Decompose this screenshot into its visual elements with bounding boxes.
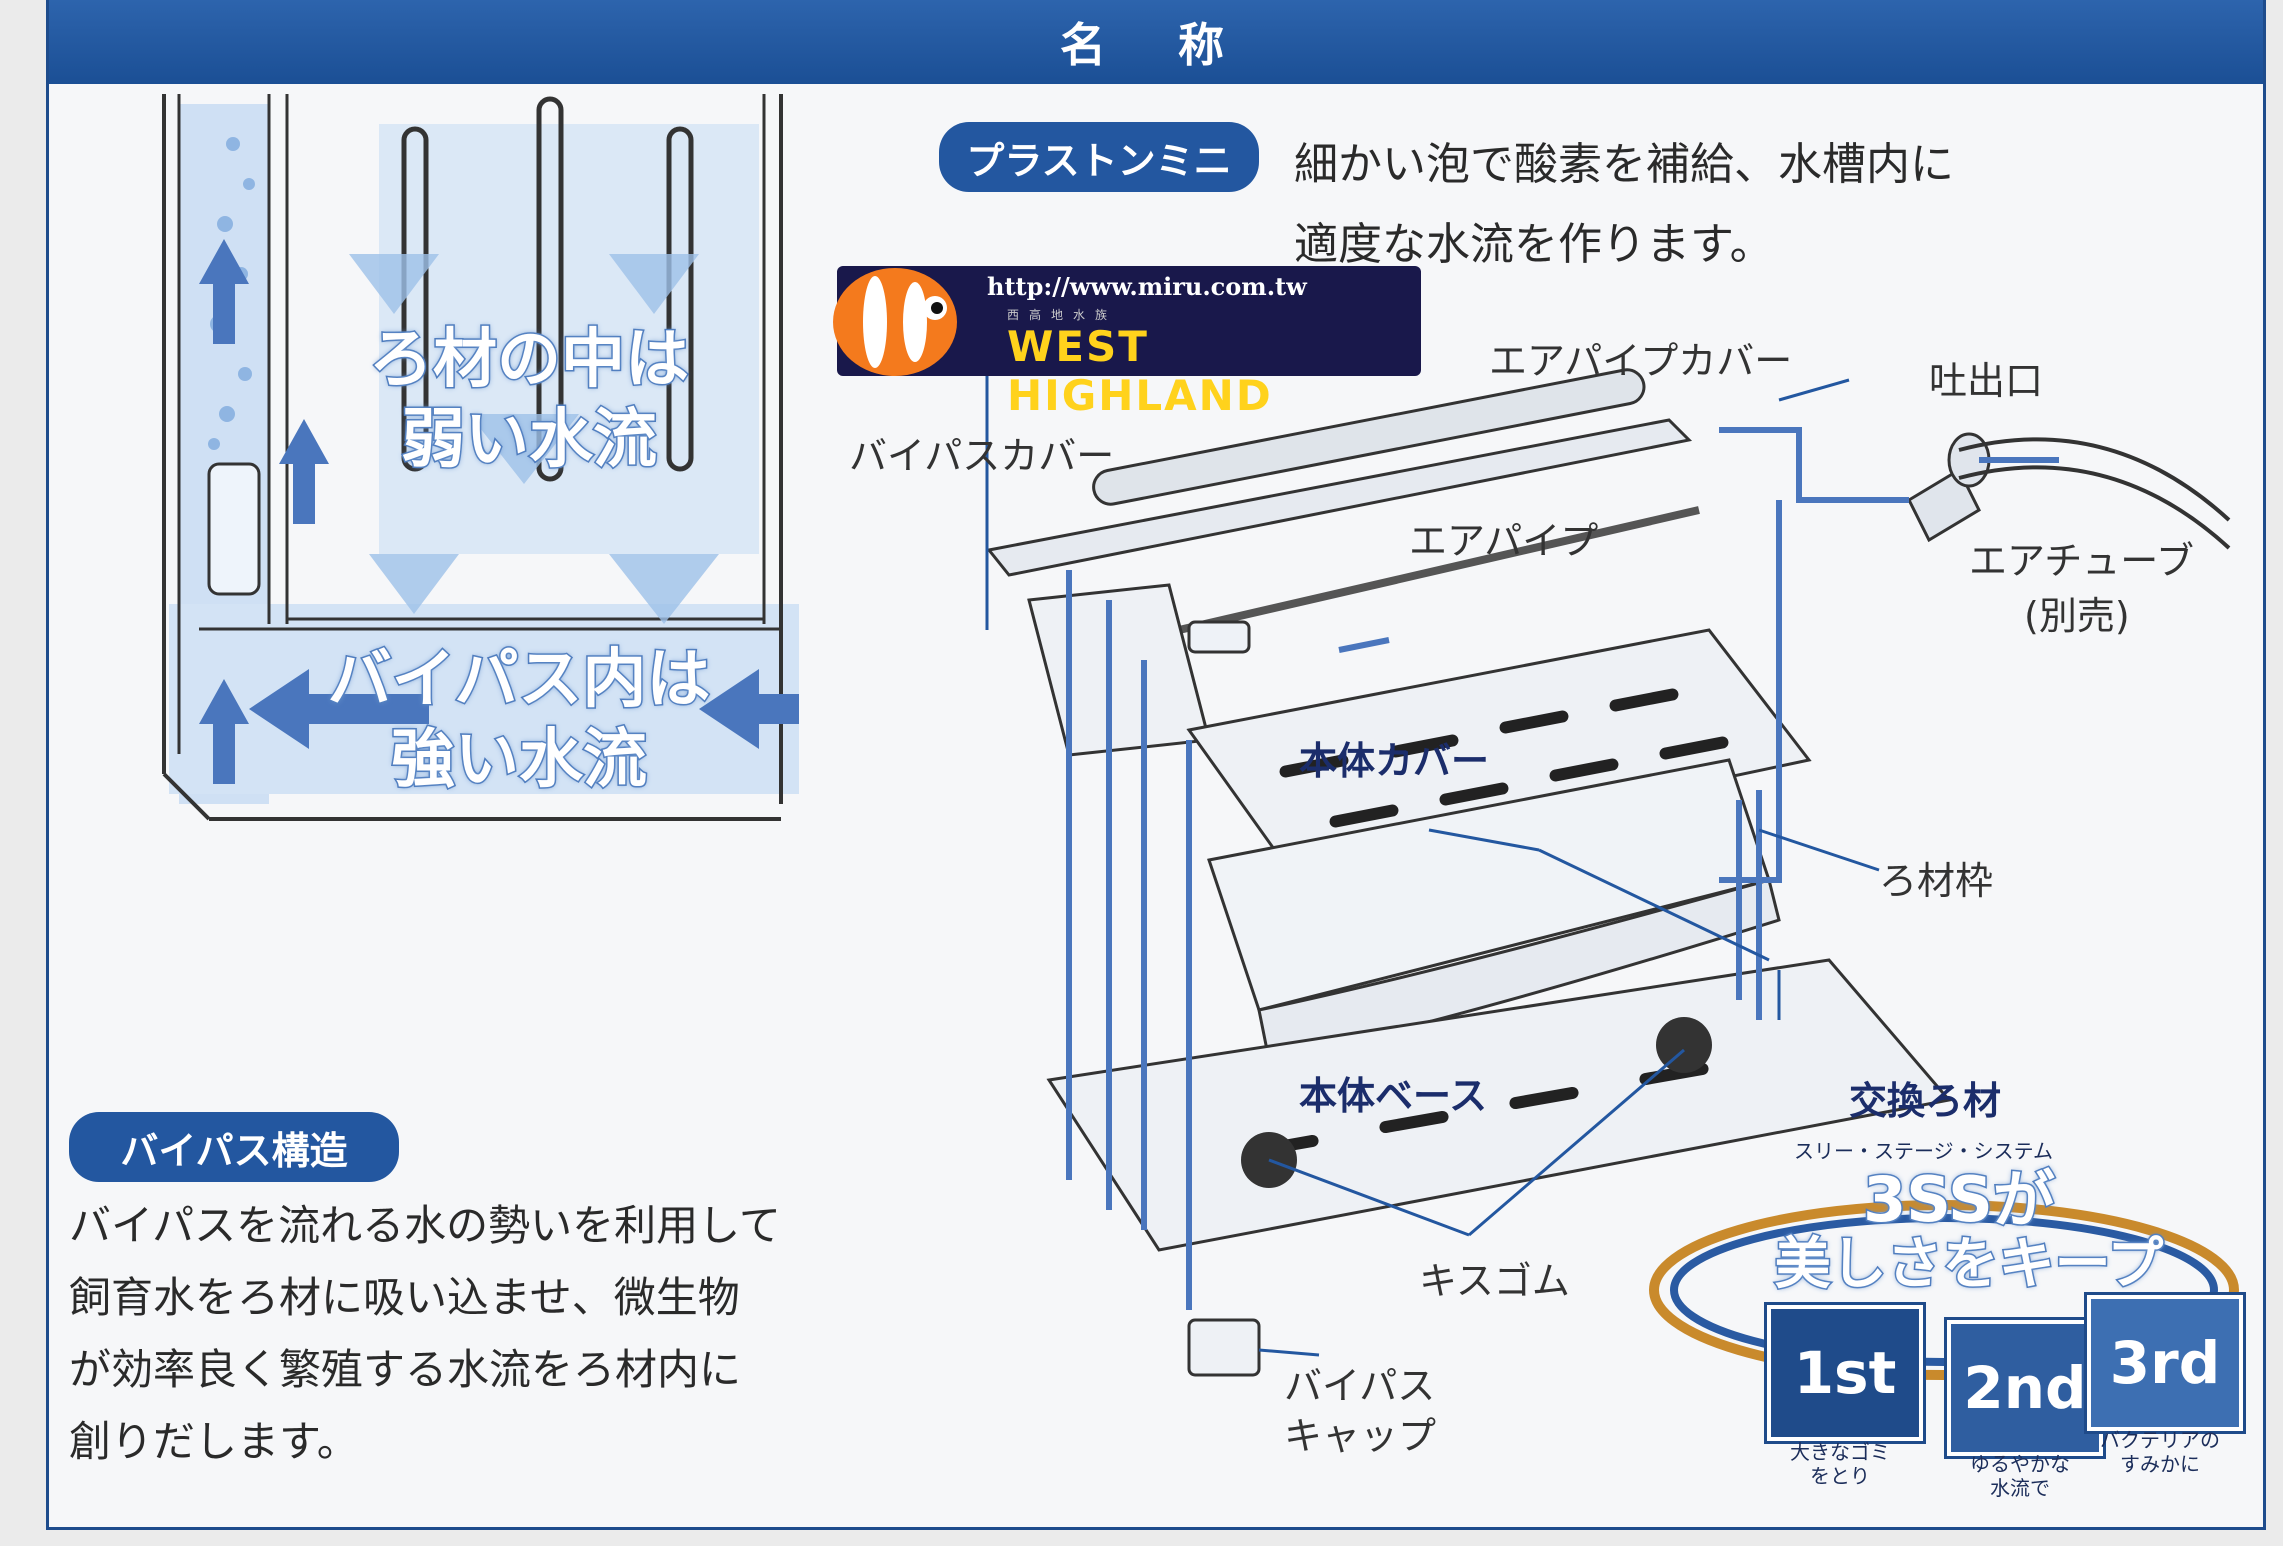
exploded-filter-diagram <box>985 360 2231 1377</box>
stage-1-caption: 大きなゴミ をとり <box>1790 1440 1890 1488</box>
strong-flow-label: バイパス内は 強い水流 <box>326 642 712 799</box>
label-air-pipe-cover: エアパイプカバー <box>1489 339 1793 383</box>
label-bypass-cover: バイパスカバー <box>849 434 1115 478</box>
label-bypass-cap-2: キャップ <box>1284 1414 1437 1458</box>
clownfish-logo-icon <box>833 268 957 376</box>
weak-flow-label: ろ材の中は 弱い水流 <box>368 322 691 479</box>
instruction-panel: 名 称 <box>46 0 2266 1530</box>
watermark-sub: 西高地水族 <box>1007 308 1118 322</box>
sss-ruby: スリー・ステージ・システム <box>1794 1139 2053 1163</box>
west-highland-watermark: http://www.miru.com.tw 西高地水族 WEST HIGHLA… <box>833 266 1421 420</box>
description-line: 創りだします。 <box>69 1417 359 1466</box>
stage-3-caption: バクテリアの すみかに <box>2100 1428 2220 1476</box>
bypass-description: バイパスを流れる水の勢いを利用して 飼育水をろ材に吸い込ませ、微生物 が効率良く… <box>69 1190 949 1478</box>
stage-2-badge: 2nd <box>1947 1320 2103 1456</box>
label-air-tube: エアチューブ <box>1969 539 2194 583</box>
bypass-structure-pill: バイパス構造 <box>69 1112 399 1182</box>
label-outlet: 吐出口 <box>1929 359 2044 403</box>
label-suction-rubber: キスゴム <box>1419 1259 1570 1303</box>
label-media-frame: ろ材枠 <box>1879 859 1994 903</box>
section-header: 名 称 <box>49 0 2263 84</box>
watermark-name: WEST HIGHLAND <box>1007 322 1273 420</box>
label-air-pipe: エアパイプ <box>1409 519 1599 563</box>
stage-2-caption: ゆるやかな 水流で <box>1970 1452 2070 1500</box>
stage-1-badge: 1st <box>1767 1305 1923 1441</box>
plaston-description: 細かい泡で酸素を補給、水槽内に 適度な水流を作ります。 <box>1294 125 2194 285</box>
description-line: 飼育水をろ材に吸い込ませ、微生物 <box>69 1273 740 1322</box>
label-body-cover: 本体カバー <box>1299 739 1490 783</box>
stage-3-badge: 3rd <box>2087 1295 2243 1431</box>
bypass-structure-diagram <box>162 94 799 821</box>
label-bypass-cap-1: バイパス <box>1284 1364 1436 1408</box>
label-replacement-media: 交換ろ材 <box>1849 1079 2002 1123</box>
sss-swoosh <box>1649 1200 2239 1380</box>
plaston-line: 適度な水流を作ります。 <box>1294 219 1774 270</box>
sss-title-1: 3SSが <box>1862 1162 2057 1238</box>
plaston-line: 細かい泡で酸素を補給、水槽内に <box>1294 139 1954 190</box>
sss-title-2: 美しさをキープ <box>1773 1231 2165 1299</box>
plaston-mini-pill: プラストンミニ <box>939 122 1259 192</box>
description-line: が効率良く繁殖する水流をろ材内に <box>69 1345 742 1394</box>
label-air-tube-note: (別売) <box>2024 594 2130 638</box>
description-line: バイパスを流れる水の勢いを利用して <box>69 1201 781 1250</box>
watermark-url: http://www.miru.com.tw <box>987 272 1307 301</box>
label-body-base: 本体ベース <box>1299 1074 1488 1118</box>
